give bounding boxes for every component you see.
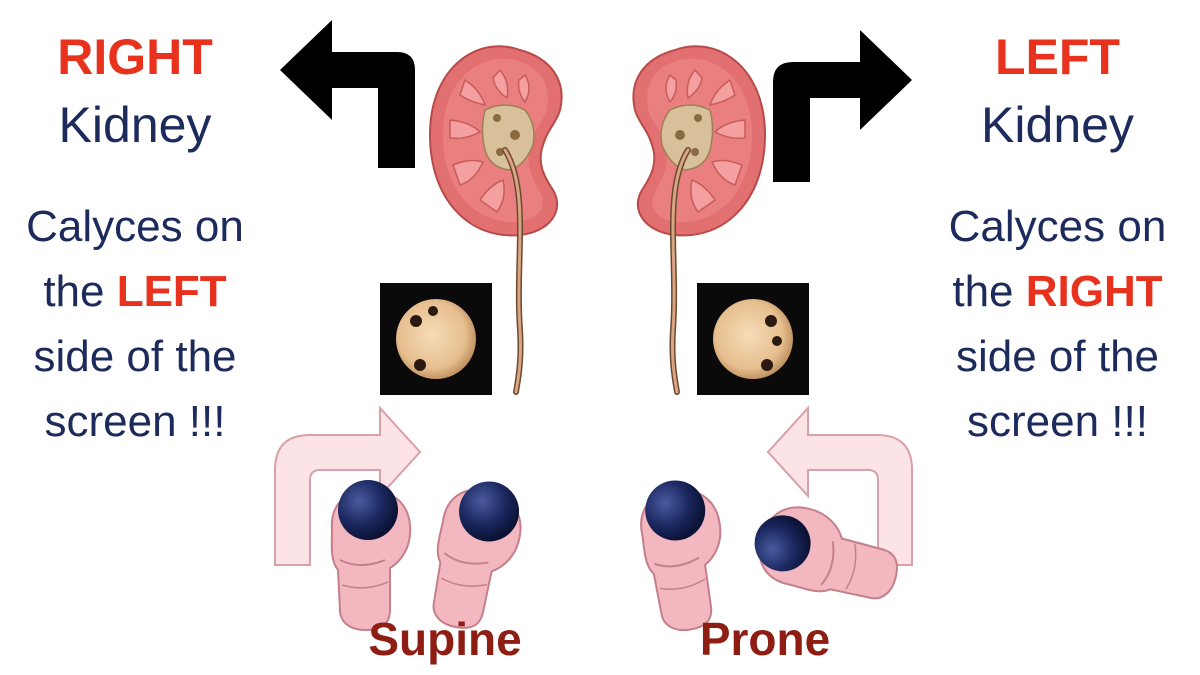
kidney-ct-slice-icon xyxy=(380,283,492,395)
right-kidney-illustration xyxy=(429,45,563,237)
left-kidney-line2-highlight: RIGHT xyxy=(1025,267,1163,316)
right-kidney-line4: screen !!! xyxy=(44,397,226,446)
left-kidney-line4: screen !!! xyxy=(967,397,1148,446)
right-kidney-line1: Calyces on xyxy=(26,202,244,251)
right-kidney-line3: side of the xyxy=(33,332,237,381)
left-ureter-inner xyxy=(671,148,690,394)
left-kidney-line2: the RIGHT xyxy=(920,259,1195,324)
black-curved-arrow-icon xyxy=(773,30,912,182)
right-kidney-panel: RIGHT Kidney Calyces on the LEFT side of… xyxy=(0,30,270,454)
pink-curved-arrow-icon xyxy=(274,405,422,566)
prone-label: Prone xyxy=(699,613,831,665)
left-kidney-side-word: LEFT xyxy=(995,29,1120,85)
hand-holding-ball-icon xyxy=(750,497,909,612)
kidney-ct-slice-icon xyxy=(697,283,809,395)
left-kidney-panel: LEFT Kidney Calyces on the RIGHT side of… xyxy=(920,30,1195,454)
right-kidney-line2: the LEFT xyxy=(0,259,270,324)
left-kidney-line2-prefix: the xyxy=(952,267,1026,316)
left-kidney-description: Calyces on the RIGHT side of the screen … xyxy=(920,194,1195,454)
left-kidney-line3: side of the xyxy=(955,332,1160,381)
hand-holding-ball-icon xyxy=(635,480,735,636)
right-kidney-side-word: RIGHT xyxy=(57,29,213,85)
right-kidney-line2-prefix: the xyxy=(43,267,117,316)
pink-curved-arrow-icon xyxy=(766,405,913,566)
black-curved-arrow-icon xyxy=(280,20,415,168)
left-kidney-organ-word: Kidney xyxy=(981,97,1134,153)
hand-holding-ball-icon xyxy=(330,480,412,631)
right-ureter-inner xyxy=(503,148,522,394)
right-kidney-description: Calyces on the LEFT side of the screen !… xyxy=(0,194,270,454)
left-kidney-line1: Calyces on xyxy=(948,202,1167,251)
right-kidney-line2-highlight: LEFT xyxy=(116,267,227,316)
left-kidney-illustration xyxy=(632,45,766,237)
hand-holding-ball-icon xyxy=(420,481,529,638)
right-kidney-organ-word: Kidney xyxy=(58,97,212,153)
supine-label: Supine xyxy=(368,613,522,665)
